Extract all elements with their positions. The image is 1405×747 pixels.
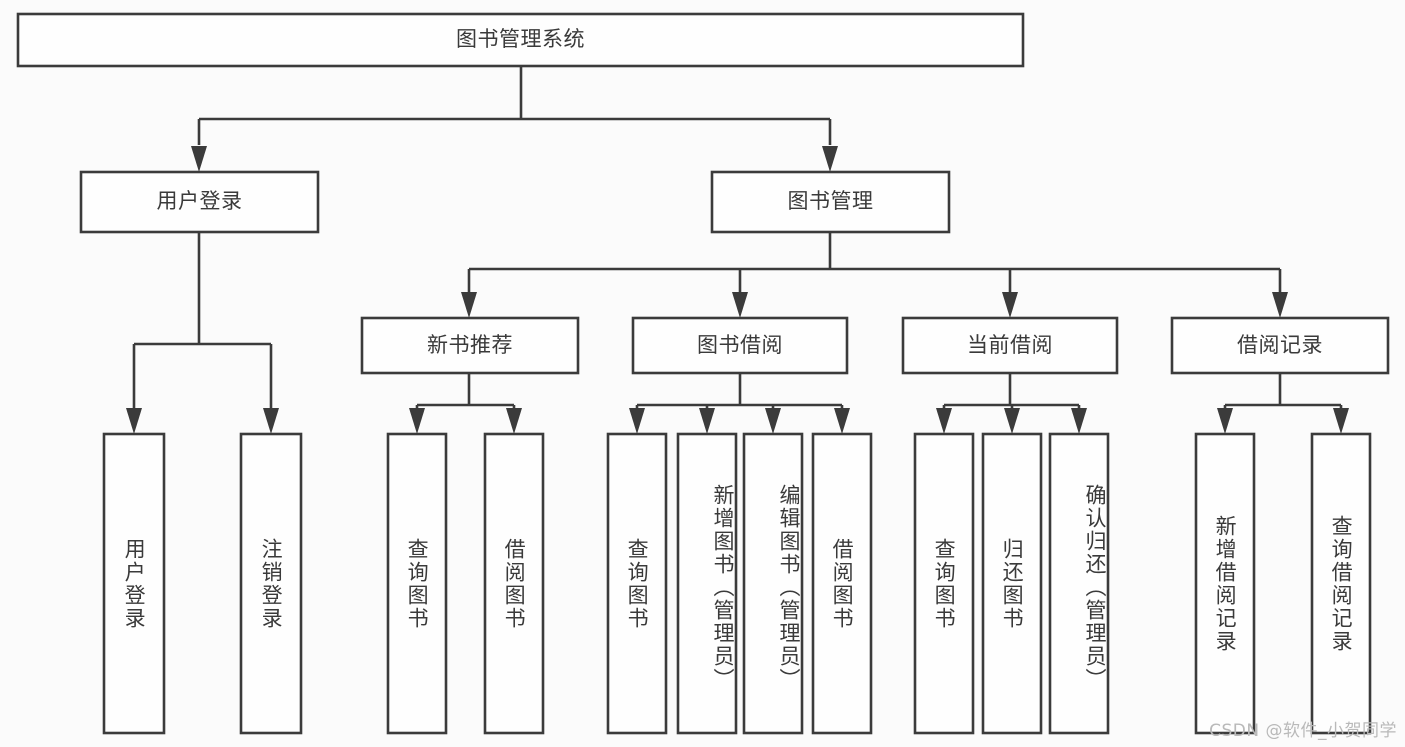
leaf-add-book-box[interactable] <box>676 432 738 735</box>
arrowhead-leaf-add-book <box>699 408 715 434</box>
arrowhead-borrow-record <box>1272 292 1288 318</box>
arrowhead-leaf-confirm-return <box>1071 408 1087 434</box>
leaf-edit-book-box[interactable] <box>742 432 804 735</box>
node-user-login-box[interactable] <box>79 170 320 234</box>
node-book-borrow-box[interactable] <box>631 316 849 375</box>
leaf-borrow-book-1-box[interactable] <box>483 432 545 735</box>
leaf-confirm-return-box[interactable] <box>1048 432 1110 735</box>
csdn-watermark: CSDN @软件_小贺同学 <box>1209 721 1397 741</box>
arrowhead-leaf-query-book-1 <box>409 408 425 434</box>
arrowhead-root-to-user-login <box>191 146 207 172</box>
arrowhead-leaf-borrow-book-2 <box>834 408 850 434</box>
arrowhead-current-borrow <box>1002 292 1018 318</box>
arrowhead-leaf-edit-book <box>765 408 781 434</box>
leaf-query-record-box[interactable] <box>1310 432 1372 735</box>
arrowhead-leaf-query-book-3 <box>936 408 952 434</box>
arrowhead-leaf-return-book <box>1004 408 1020 434</box>
arrowhead-leaf-query-book-2 <box>629 408 645 434</box>
arrowhead-leaf-user-login <box>126 408 142 434</box>
node-current-borrow-box[interactable] <box>901 316 1119 375</box>
arrowhead-new-book-recommend <box>461 292 477 318</box>
node-new-book-recommend-box[interactable] <box>360 316 580 375</box>
node-borrow-record-box[interactable] <box>1170 316 1390 375</box>
arrowhead-root-to-book-management <box>822 146 838 172</box>
arrowhead-leaf-logout <box>263 408 279 434</box>
arrowhead-leaf-borrow-book-1 <box>506 408 522 434</box>
arrowhead-book-borrow <box>732 292 748 318</box>
node-book-management-box[interactable] <box>710 170 951 234</box>
leaf-query-book-1-box[interactable] <box>386 432 448 735</box>
leaf-query-book-2-box[interactable] <box>606 432 668 735</box>
leaf-query-book-3-box[interactable] <box>913 432 975 735</box>
arrowhead-leaf-query-record <box>1333 408 1349 434</box>
leaf-return-book-box[interactable] <box>981 432 1043 735</box>
leaf-borrow-book-2-box[interactable] <box>811 432 873 735</box>
leaf-add-record-box[interactable] <box>1194 432 1256 735</box>
leaf-logout-box[interactable] <box>239 432 303 735</box>
leaf-user-login-box[interactable] <box>102 432 166 735</box>
node-root-box[interactable] <box>16 12 1025 68</box>
arrowhead-leaf-add-record <box>1217 408 1233 434</box>
